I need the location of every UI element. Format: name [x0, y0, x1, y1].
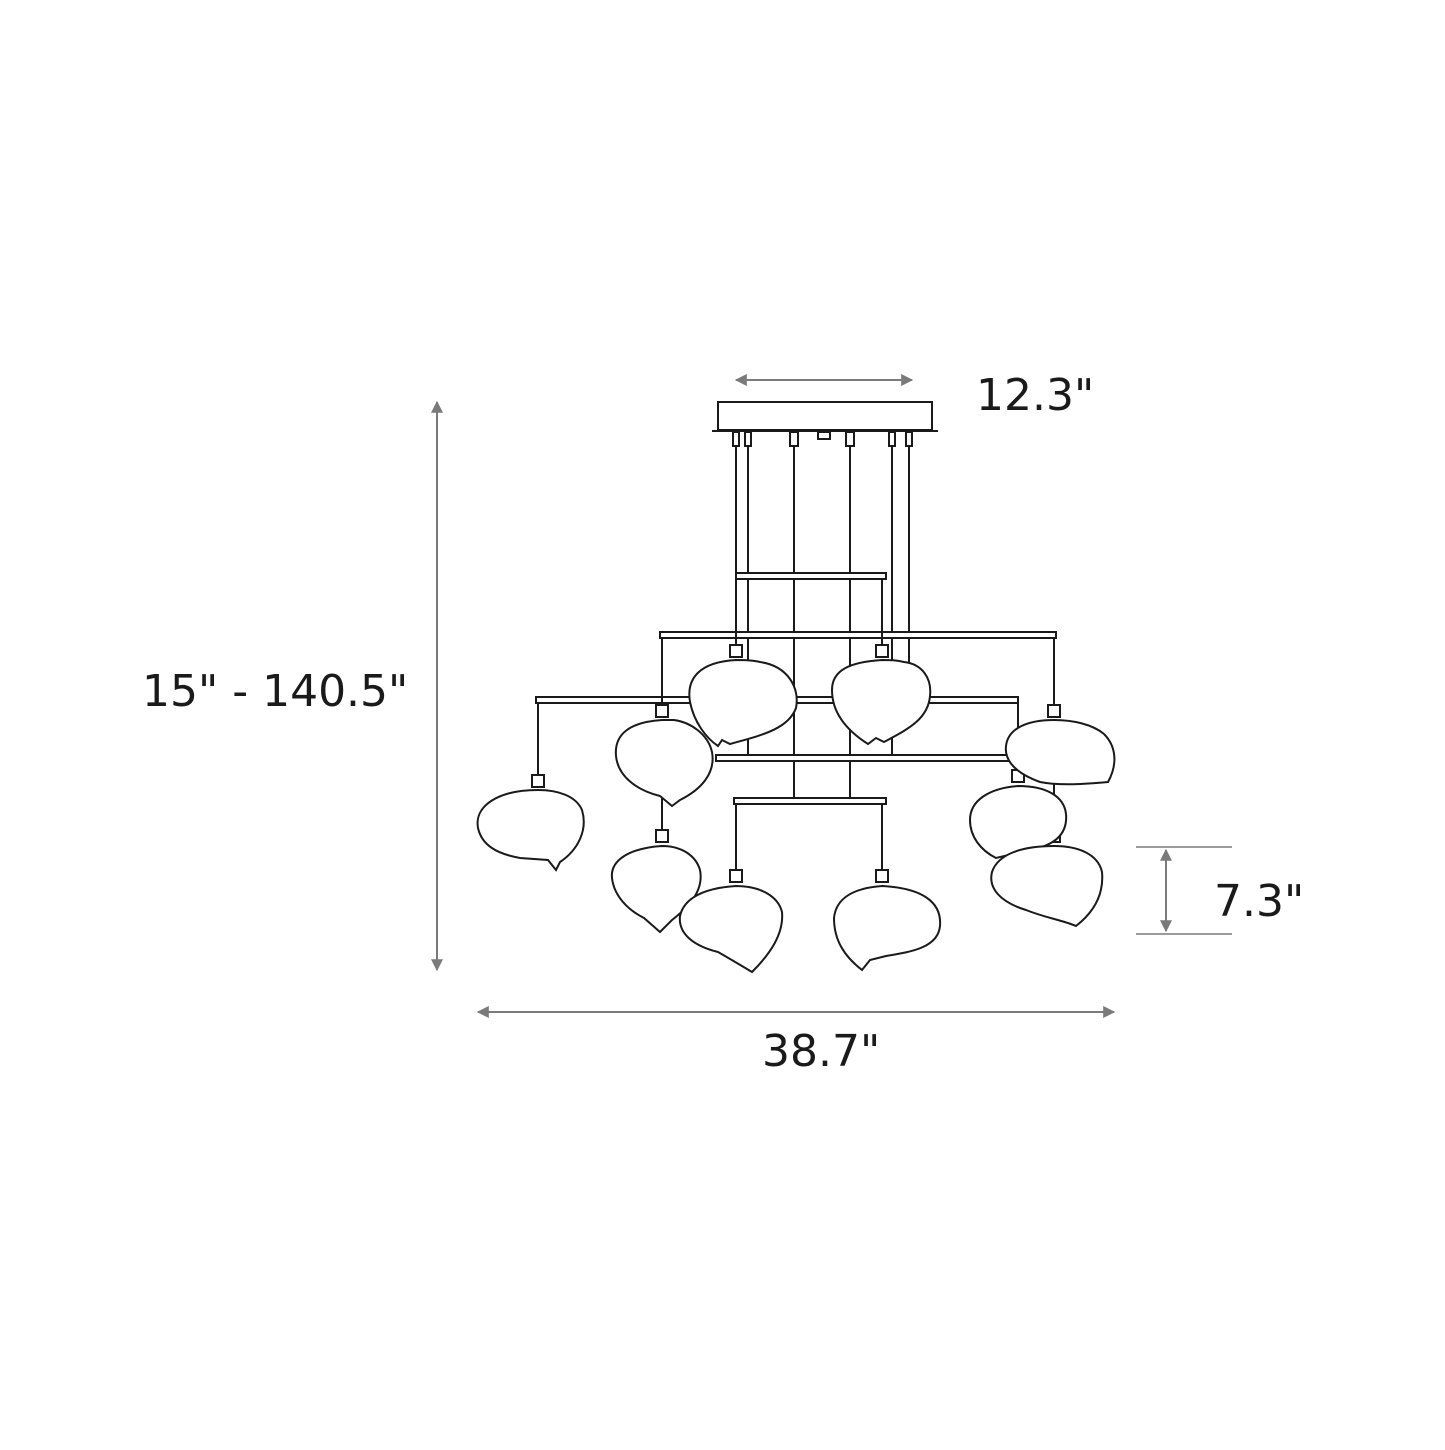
shade-height-dimension [1136, 846, 1232, 935]
shade-3 [614, 719, 714, 808]
shade-4 [1004, 718, 1116, 786]
shade-5 [476, 788, 585, 872]
shade-10 [832, 884, 942, 972]
glass-shades [476, 658, 1116, 974]
shade-7 [610, 844, 702, 934]
canopy [712, 401, 938, 447]
overall-height-label: 15" - 140.5" [142, 666, 409, 717]
canopy-width-label: 12.3" [976, 370, 1095, 421]
shade-8 [990, 844, 1104, 928]
shade-9 [678, 884, 784, 974]
overall-width-label: 38.7" [762, 1026, 881, 1077]
shade-2 [830, 658, 932, 746]
dimension-lines [431, 374, 1232, 1018]
suspension-cables [735, 446, 910, 798]
shade-1 [688, 658, 798, 748]
cross-bars [535, 572, 1057, 805]
shade-height-label: 7.3" [1214, 876, 1305, 927]
